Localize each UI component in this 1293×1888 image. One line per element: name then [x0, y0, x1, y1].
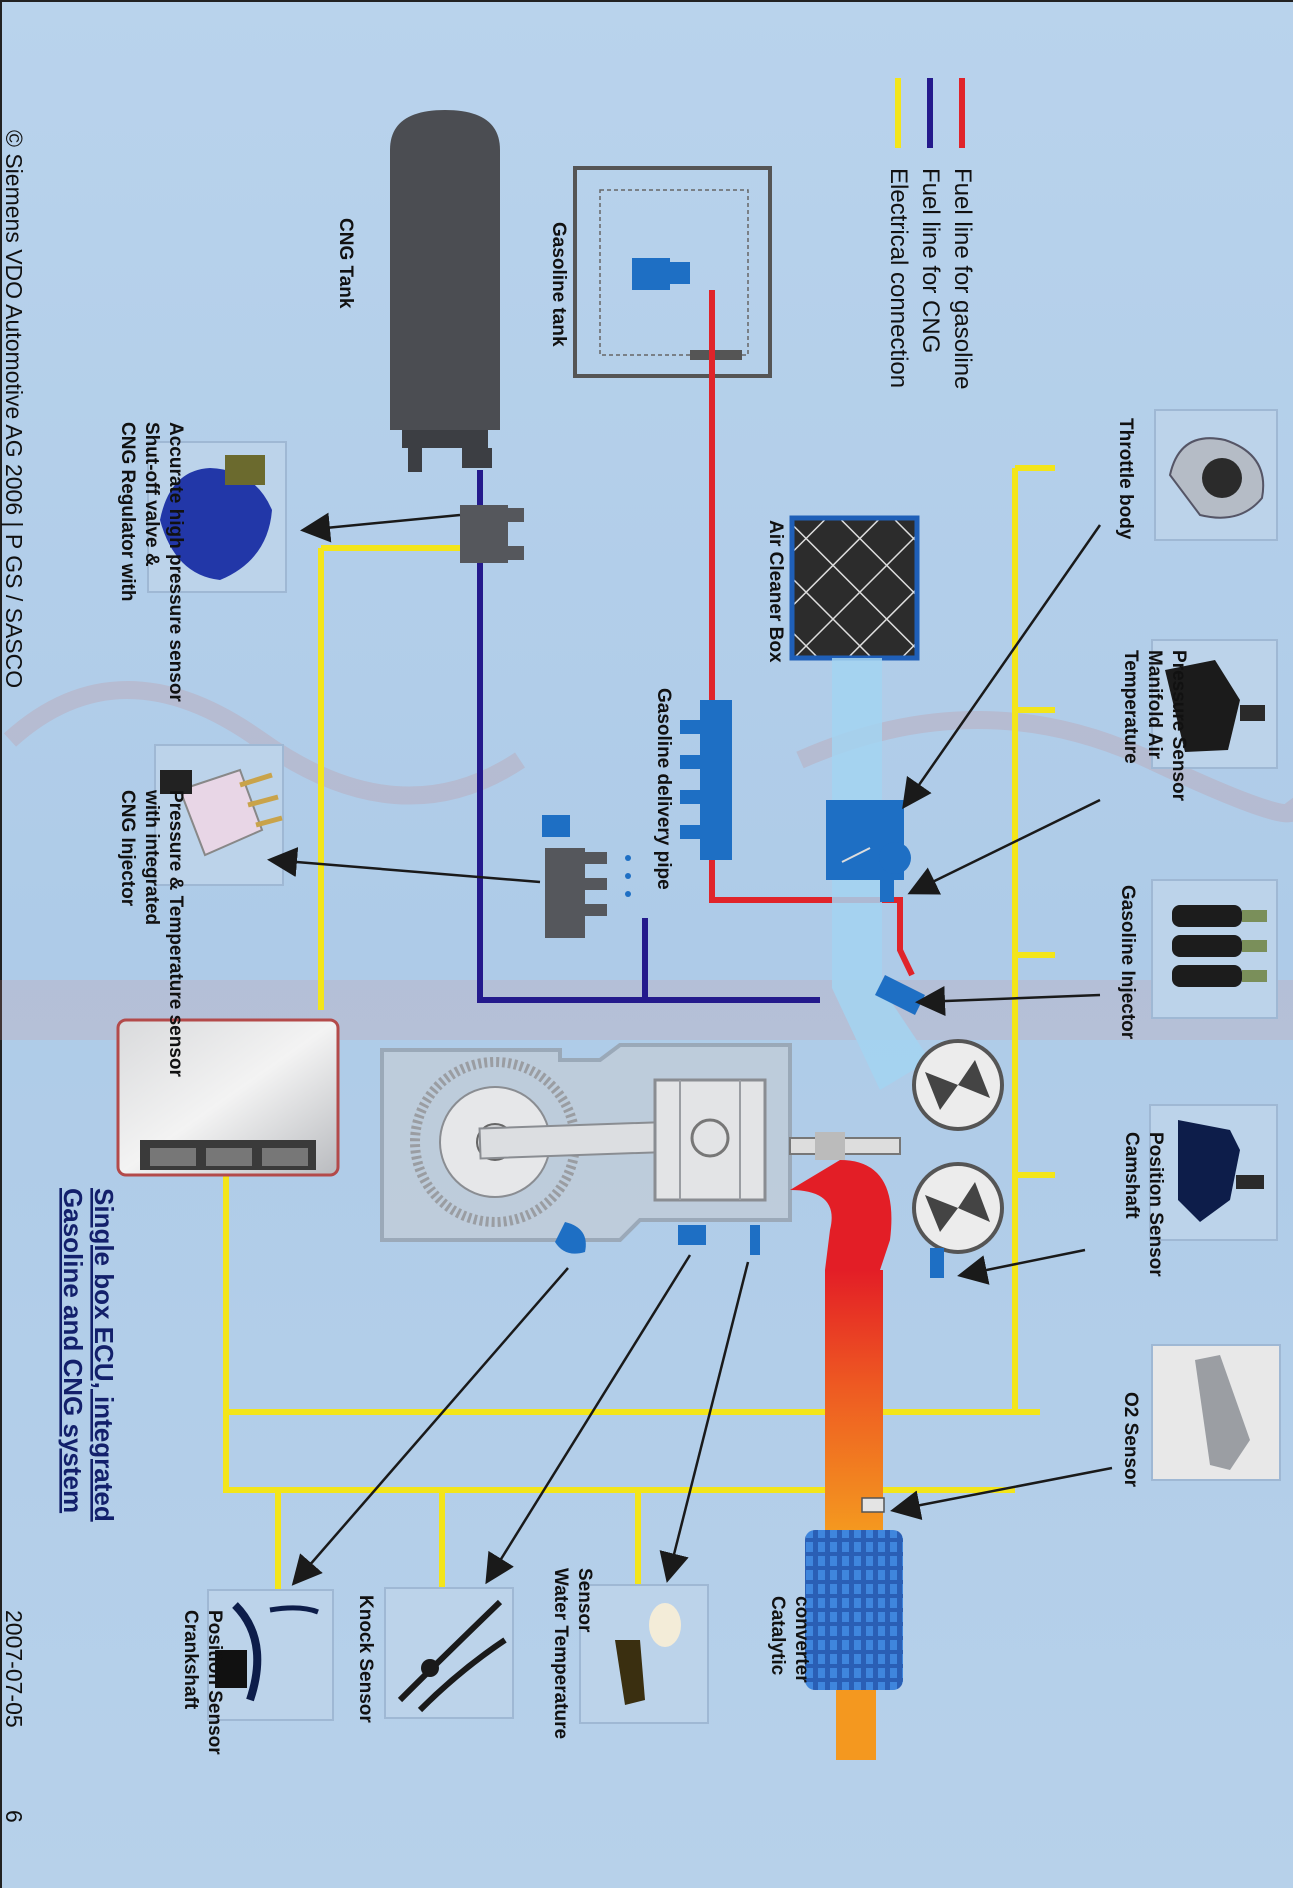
gasoline-delivery-pipe-label: Gasoline delivery pipe: [653, 688, 674, 890]
crank-sensor-part: [555, 1222, 586, 1254]
cng-injector-label: CNG Injector with integrated Pressure & …: [117, 789, 186, 1077]
title-line-2: Gasoline and CNG system: [58, 1188, 88, 1513]
legend-gasoline-label: Fuel line for gasoline: [949, 168, 976, 389]
cng-rail: [542, 815, 631, 938]
water-temp-part: [750, 1225, 760, 1255]
legend-cng-label: Fuel line for CNG: [917, 168, 944, 353]
electrical-wiring: [223, 465, 1055, 1595]
gasoline-injector-label: Gasoline Injector: [1117, 885, 1138, 1040]
fuel-pump: [632, 258, 670, 290]
cam-sensor-part: [930, 1248, 944, 1278]
legend: Fuel line for gasoline Fuel line for CNG…: [885, 78, 976, 389]
copyright-text: © Siemens VDO Automotive AG 2006 | P GS …: [1, 130, 27, 688]
engine-block: [380, 975, 1004, 1254]
catalytic-converter-part: Catalytic converter: [767, 1530, 903, 1690]
o2-sensor-part: [861, 1497, 885, 1513]
water-temp-label: Water Temperature Sensor: [550, 1568, 595, 1744]
cng-tank-label: CNG Tank: [335, 218, 356, 309]
gasoline-tank: Gasoline tank: [548, 166, 772, 378]
exhaust-manifold: [790, 1160, 892, 1760]
o2-sensor-label: O2 Sensor: [1120, 1392, 1141, 1488]
water-temp-photo: [579, 1584, 709, 1724]
catalytic-converter-label: Catalytic converter: [767, 1596, 812, 1683]
footer: © Siemens VDO Automotive AG 2006 | P GS …: [1, 130, 27, 1823]
throttle-body-part: [826, 800, 911, 902]
cng-tank: CNG Tank: [335, 110, 500, 472]
tmap-sensor-label: Temperature Manifold Air Pressure Sensor: [1120, 650, 1189, 802]
leader-arrows: [267, 512, 1113, 1586]
title-line-1: Single box ECU, integrated: [89, 1188, 119, 1522]
footer-date: 2007-07-05: [1, 1610, 27, 1728]
diagram-title: Single box ECU, integrated Gasoline and …: [58, 1188, 119, 1522]
gasoline-fuel-line: [709, 290, 915, 977]
ecu: [116, 1018, 340, 1177]
knock-sensor-part: [678, 1225, 706, 1245]
cng-shutoff-valve: [460, 505, 524, 563]
throttle-body-label: Throttle body: [1115, 418, 1136, 540]
page-number: 6: [1, 1810, 27, 1823]
air-cleaner-box: Air Cleaner Box: [765, 515, 920, 663]
air-cleaner-label: Air Cleaner Box: [765, 520, 786, 663]
gasoline-delivery-pipe: Gasoline delivery pipe: [653, 688, 732, 890]
camshaft-sensor-label: Camshaft Position Sensor: [1121, 1132, 1166, 1277]
crankshaft-sensor-label: Crankshaft Position Sensor: [180, 1610, 225, 1755]
gasoline-tank-label: Gasoline tank: [548, 222, 569, 347]
knock-sensor-label: Knock Sensor: [355, 1595, 376, 1723]
cng-regulator-label: CNG Regulator with Shut-off valve & Accu…: [117, 422, 186, 702]
legend-electrical-label: Electrical connection: [885, 168, 912, 388]
